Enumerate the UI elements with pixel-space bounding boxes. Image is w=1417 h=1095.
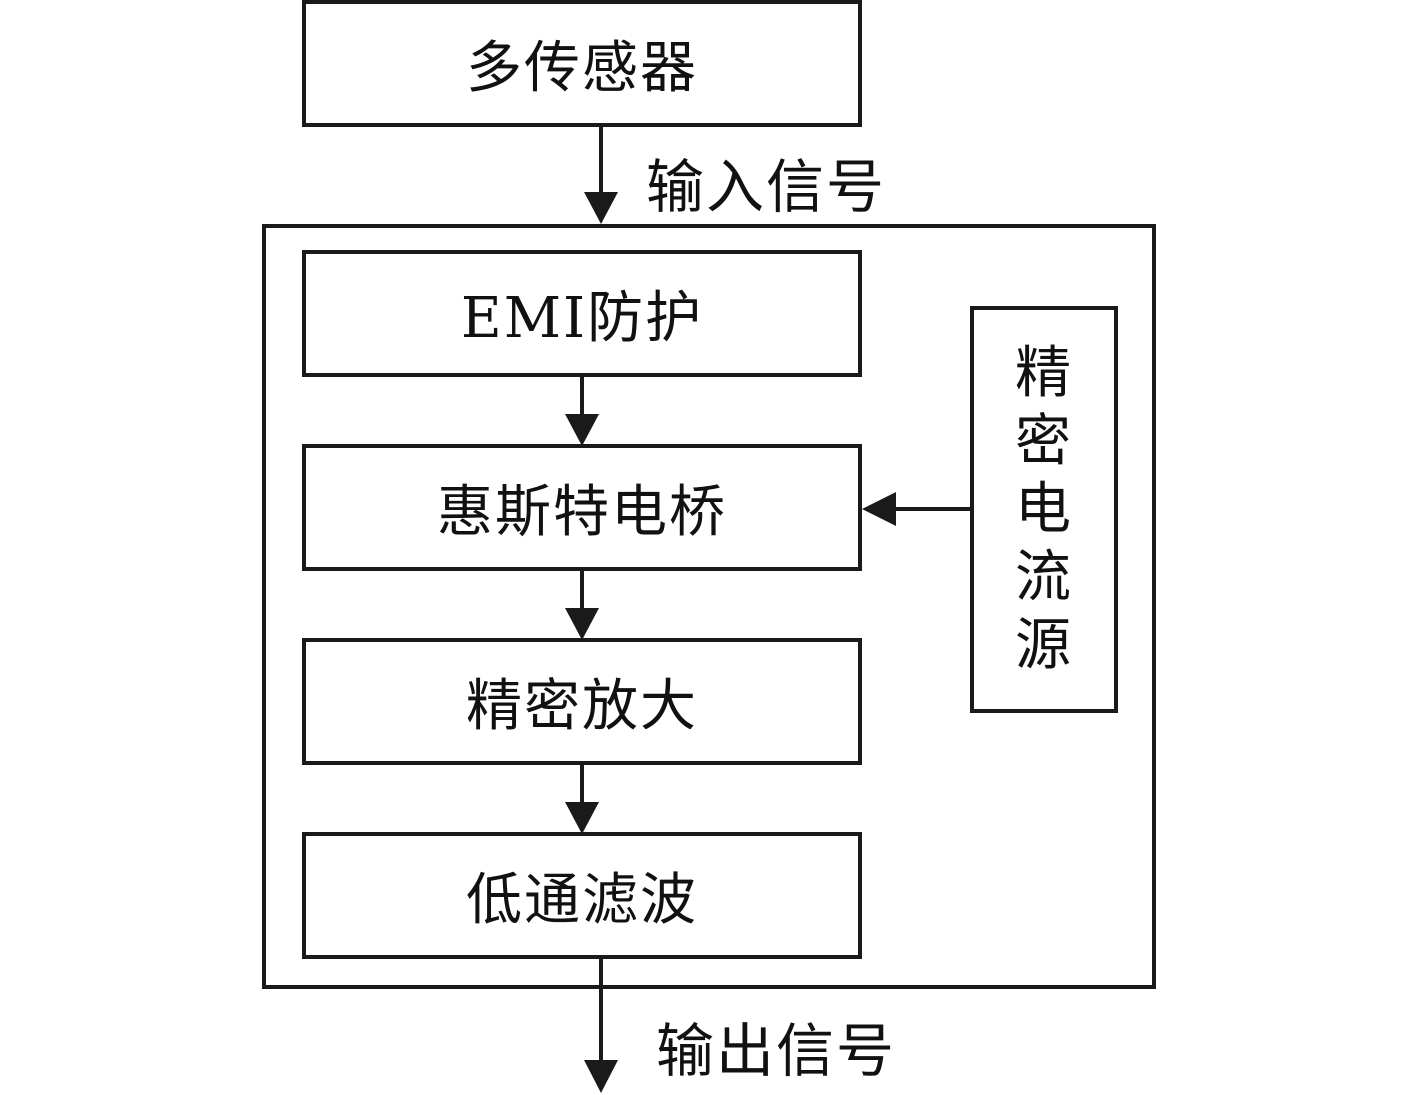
emi-protection-label: EMI防护 [460, 286, 704, 351]
input-signal-label: 输入信号 [646, 153, 887, 221]
current-source-char-1: 精 [1015, 340, 1073, 406]
lowpass-filter-box: 低通滤波 [302, 832, 862, 959]
output-signal-label: 输出信号 [656, 1017, 897, 1085]
emi-protection-box: EMI防护 [302, 250, 862, 377]
sensor-box: 多传感器 [302, 0, 862, 127]
current-source-char-3: 电 [1015, 476, 1073, 542]
wheatstone-bridge-box: 惠斯特电桥 [302, 444, 862, 571]
lowpass-filter-label: 低通滤波 [466, 868, 698, 933]
precision-amplifier-box: 精密放大 [302, 638, 862, 765]
processing-module-frame [262, 224, 1156, 989]
input-arrow-head [584, 192, 618, 224]
precision-amplifier-label: 精密放大 [466, 674, 698, 739]
wheatstone-bridge-label: 惠斯特电桥 [437, 480, 727, 545]
sensor-box-label: 多传感器 [466, 36, 698, 101]
precision-current-source-box: 精 密 电 流 源 [970, 306, 1118, 713]
output-arrow-head [584, 1060, 618, 1093]
current-source-char-5: 源 [1015, 612, 1073, 678]
current-source-char-4: 流 [1015, 544, 1073, 610]
current-source-char-2: 密 [1015, 408, 1073, 474]
